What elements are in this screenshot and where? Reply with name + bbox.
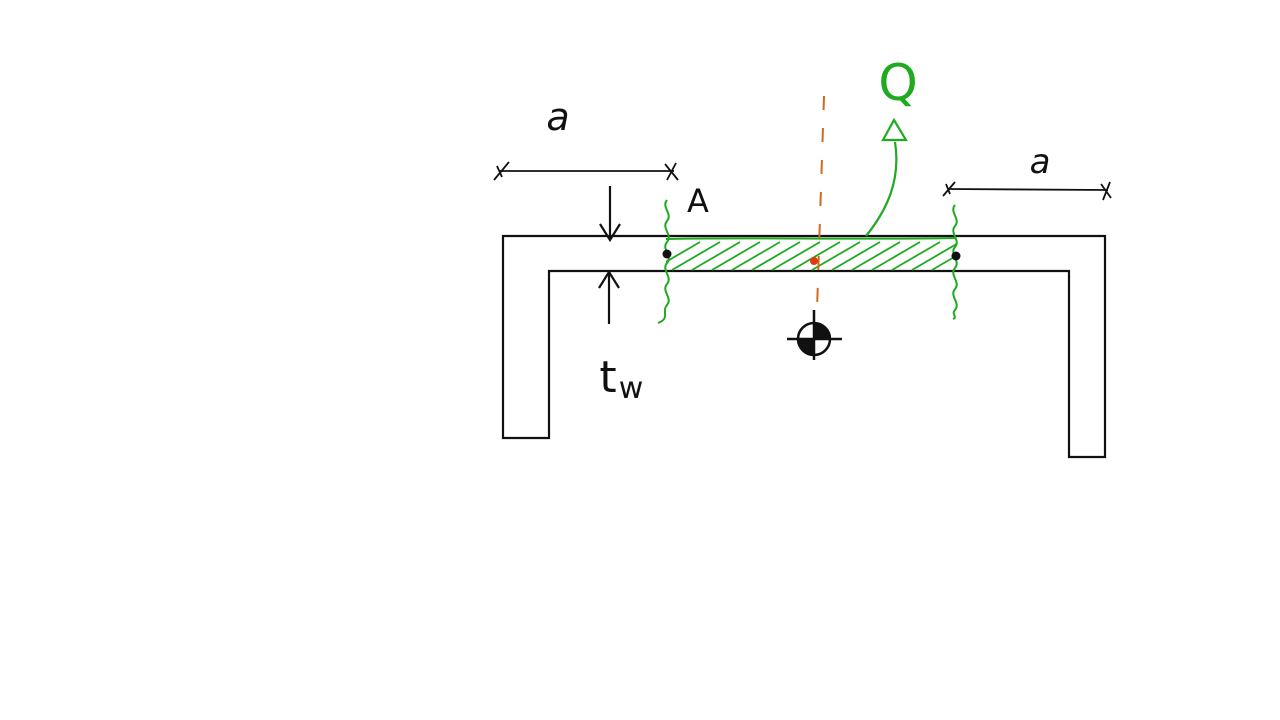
hatched-area xyxy=(666,241,956,271)
dimension-right-label: a xyxy=(1030,142,1051,182)
cut-point-right xyxy=(951,251,961,261)
centroid-axis xyxy=(816,95,825,311)
channel-section-outline xyxy=(501,234,1107,459)
cut-point-left xyxy=(662,249,672,259)
cut-line-right xyxy=(952,204,958,320)
cut-line-left xyxy=(657,199,670,324)
hatched-area-top-edge xyxy=(665,237,957,240)
dimension-right xyxy=(942,181,1112,201)
thickness-arrows xyxy=(598,186,621,324)
arrow-icon xyxy=(865,141,898,237)
dimension-left-label: a xyxy=(546,95,569,139)
centroid-symbol-icon xyxy=(787,310,842,360)
thickness-label: t xyxy=(599,352,616,403)
dimension-left xyxy=(493,161,679,181)
area-centroid-dot xyxy=(810,257,818,265)
first-moment-label: Q xyxy=(878,54,917,112)
arrow-head xyxy=(881,117,908,142)
point-a-label: A xyxy=(687,182,709,220)
thickness-subscript: w xyxy=(619,371,644,406)
